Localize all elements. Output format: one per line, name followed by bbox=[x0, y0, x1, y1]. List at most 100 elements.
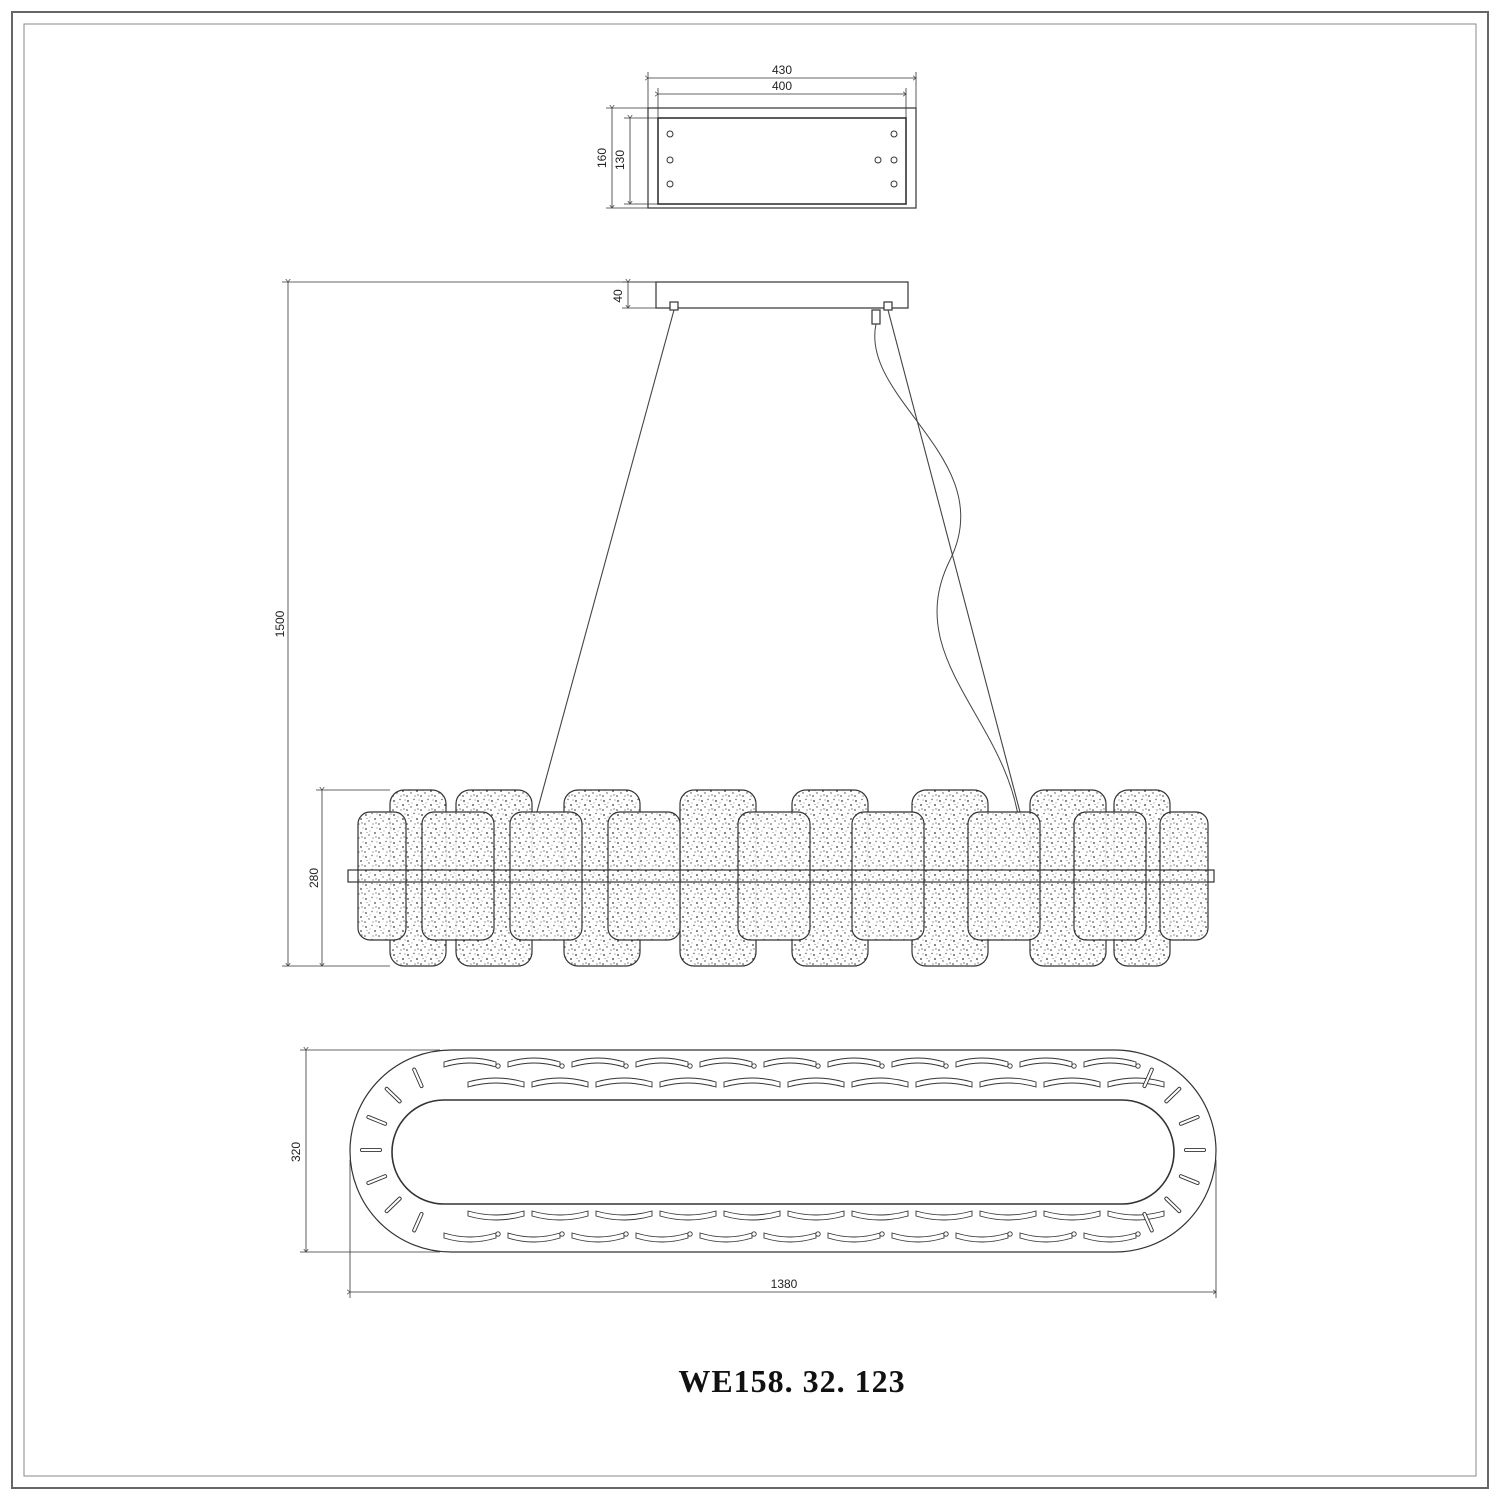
ring-slot bbox=[827, 1232, 881, 1243]
dim-canopy-inner-width: 400 bbox=[772, 79, 792, 93]
canopy-clip-right bbox=[883, 301, 893, 311]
ring-hole bbox=[1007, 1063, 1013, 1069]
crystal-panel-short bbox=[421, 811, 495, 941]
ring-slot bbox=[763, 1232, 817, 1243]
ring-slot bbox=[955, 1057, 1009, 1068]
power-cable bbox=[874, 323, 1021, 831]
ring-slot bbox=[1019, 1232, 1073, 1243]
ring-slot bbox=[699, 1057, 753, 1068]
ring-slot bbox=[915, 1077, 973, 1088]
crystal-panel-short bbox=[851, 811, 925, 941]
ring-slot bbox=[659, 1210, 717, 1221]
wire-left bbox=[531, 309, 675, 831]
crystal-panel-short bbox=[1159, 811, 1209, 941]
ring-end-slot-inner bbox=[1165, 1087, 1181, 1103]
ring-hole bbox=[815, 1063, 821, 1069]
cable-gland bbox=[871, 309, 881, 325]
canopy-side bbox=[655, 281, 909, 309]
ring-end-slot-inner bbox=[1179, 1115, 1199, 1125]
ring-slot bbox=[659, 1077, 717, 1088]
ring-hole bbox=[495, 1231, 501, 1237]
ring-hole bbox=[559, 1063, 565, 1069]
ring-outer bbox=[349, 1049, 1217, 1253]
ring-hole bbox=[1135, 1231, 1141, 1237]
ring-end-slot-inner bbox=[413, 1212, 423, 1232]
ring-hole bbox=[751, 1231, 757, 1237]
crystal-panel-short bbox=[967, 811, 1041, 941]
sheet-border-outer bbox=[11, 11, 1489, 1489]
ring-slot bbox=[787, 1077, 845, 1088]
ring-hole bbox=[879, 1231, 885, 1237]
ring-slot bbox=[531, 1077, 589, 1088]
dim-body-depth: 320 bbox=[289, 1142, 303, 1162]
crystal-panel-short bbox=[1073, 811, 1147, 941]
dim-canopy-inner-depth: 130 bbox=[613, 150, 627, 170]
ring-slot bbox=[1107, 1077, 1165, 1088]
dim-canopy-height: 40 bbox=[611, 289, 625, 303]
crystal-panel-short bbox=[357, 811, 407, 941]
ring-slot bbox=[723, 1210, 781, 1221]
ring-slot bbox=[571, 1232, 625, 1243]
ring-end-slot-inner bbox=[385, 1197, 401, 1213]
suspension-wires bbox=[531, 309, 1031, 851]
ring-hole bbox=[623, 1063, 629, 1069]
ring-end-slot-inner bbox=[413, 1068, 423, 1088]
ring-slot bbox=[1083, 1057, 1137, 1068]
ring-slot bbox=[571, 1057, 625, 1068]
ring-slot bbox=[507, 1057, 561, 1068]
ring-slot bbox=[851, 1210, 909, 1221]
ring-hole bbox=[879, 1063, 885, 1069]
canopy-outer-outline bbox=[647, 107, 917, 209]
ring-slot bbox=[1107, 1210, 1165, 1221]
ring-hole bbox=[495, 1063, 501, 1069]
dim-body-length: 1380 bbox=[771, 1277, 798, 1291]
ring-slot bbox=[979, 1210, 1037, 1221]
canopy-inner-outline bbox=[657, 117, 907, 205]
ring-slot bbox=[443, 1057, 497, 1068]
ring-cutouts bbox=[360, 1057, 1206, 1243]
ring-hole bbox=[751, 1063, 757, 1069]
dim-body-height: 280 bbox=[307, 868, 321, 888]
ring-hole bbox=[559, 1231, 565, 1237]
ring-hole bbox=[1135, 1063, 1141, 1069]
crystal-panel-short bbox=[737, 811, 811, 941]
ring-slot bbox=[699, 1232, 753, 1243]
canopy-clip-left bbox=[669, 301, 679, 311]
ring-end-slot-inner bbox=[385, 1087, 401, 1103]
ring-hole bbox=[687, 1231, 693, 1237]
ring-hole bbox=[687, 1063, 693, 1069]
ring-slot bbox=[635, 1232, 689, 1243]
ring-slot bbox=[443, 1232, 497, 1243]
ring-slot bbox=[595, 1077, 653, 1088]
ring-slot bbox=[851, 1077, 909, 1088]
mounting-rail bbox=[347, 869, 1215, 883]
ring-inner bbox=[391, 1099, 1175, 1205]
ring-hole bbox=[815, 1231, 821, 1237]
ring-slot bbox=[1019, 1057, 1073, 1068]
ring-slot bbox=[723, 1077, 781, 1088]
ring-slot bbox=[467, 1077, 525, 1088]
ring-end-slot-inner bbox=[1179, 1175, 1199, 1185]
ring-hole bbox=[943, 1063, 949, 1069]
ring-slot bbox=[467, 1210, 525, 1221]
ring-slot bbox=[1043, 1210, 1101, 1221]
ring-slot bbox=[531, 1210, 589, 1221]
ring-end-slot-inner bbox=[1143, 1068, 1153, 1088]
ring-hole bbox=[943, 1231, 949, 1237]
ring-slot bbox=[635, 1057, 689, 1068]
ring-end-slot-inner bbox=[1143, 1212, 1153, 1232]
ring-hole bbox=[1007, 1231, 1013, 1237]
ring-slot bbox=[1043, 1077, 1101, 1088]
ring-slot bbox=[979, 1077, 1037, 1088]
ring-slot bbox=[507, 1232, 561, 1243]
sheet-border-inner bbox=[23, 23, 1477, 1477]
ring-slot bbox=[915, 1210, 973, 1221]
ring-end-slot-inner bbox=[367, 1175, 387, 1185]
ring-slot bbox=[787, 1210, 845, 1221]
dim-canopy-outer-width: 430 bbox=[772, 63, 792, 77]
dim-canopy-outer-depth: 160 bbox=[595, 148, 609, 168]
side-elevation bbox=[282, 281, 909, 966]
model-code: WE158. 32. 123 bbox=[678, 1363, 905, 1399]
ring-slot bbox=[1083, 1232, 1137, 1243]
